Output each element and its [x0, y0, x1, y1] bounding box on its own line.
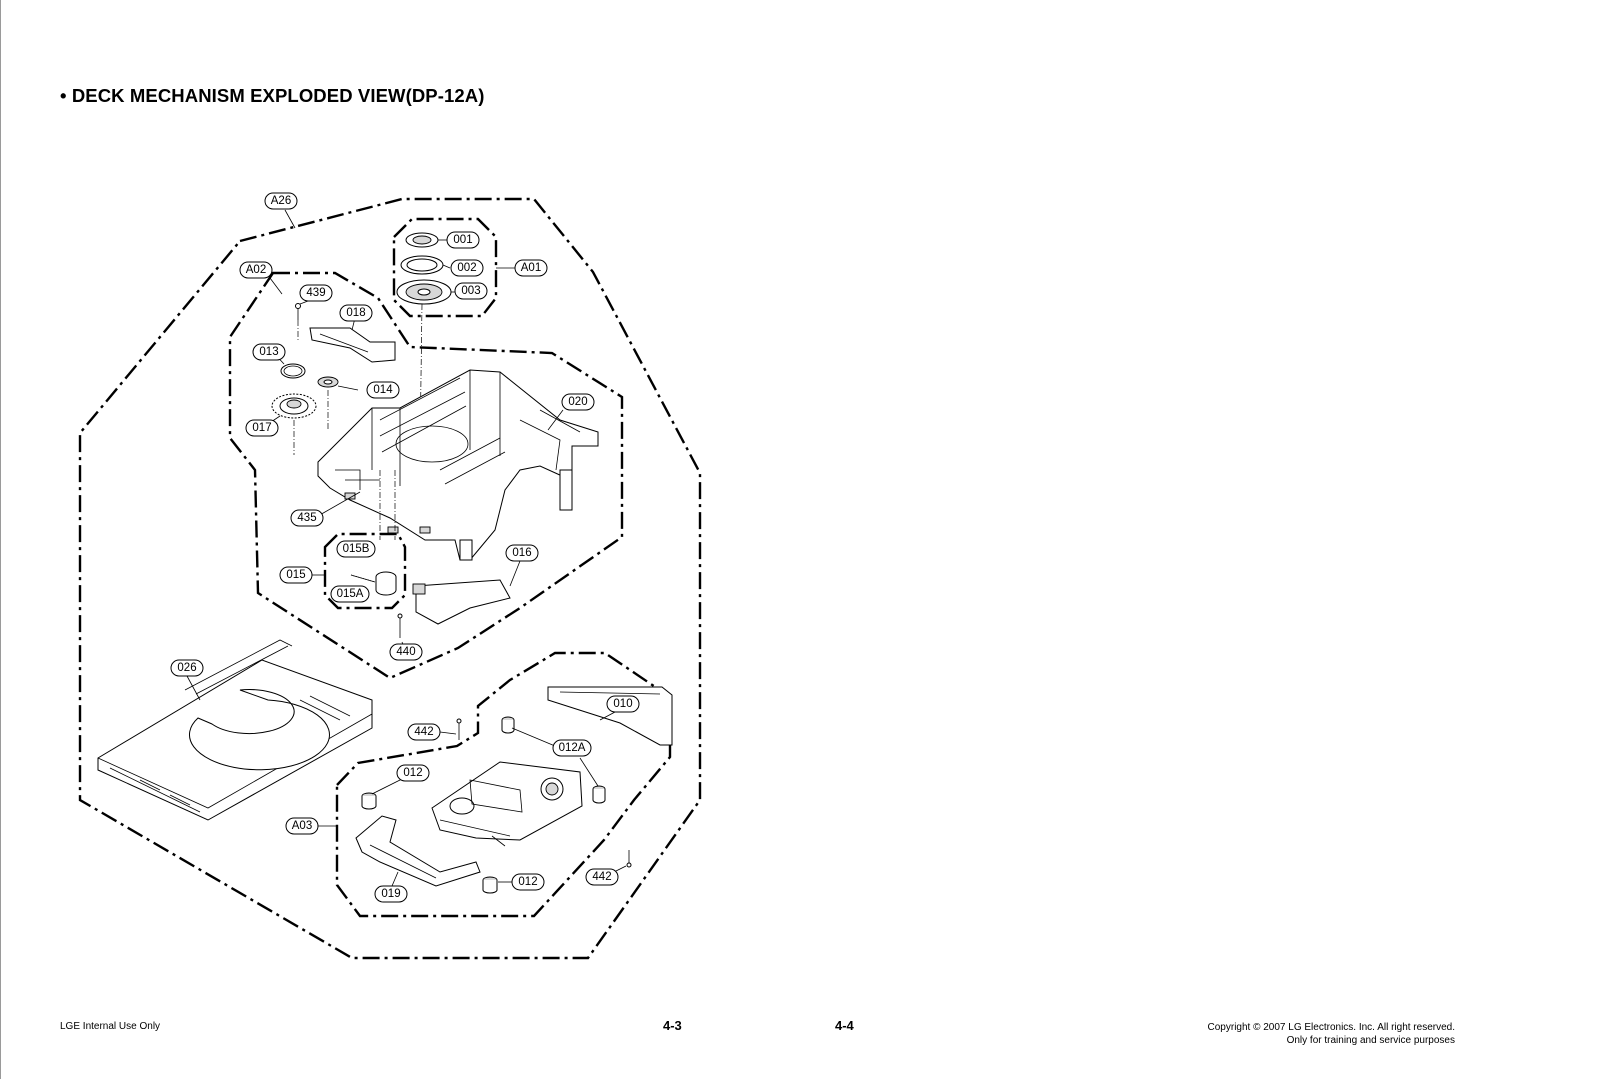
- copyright-line-1: Copyright © 2007 LG Electronics. Inc. Al…: [1207, 1022, 1455, 1033]
- group-a03-boundary: [335, 651, 672, 918]
- label-001-text: 001: [453, 234, 472, 246]
- label-012a-text: 012A: [559, 742, 586, 754]
- label-015b-text: 015B: [343, 543, 370, 555]
- label-012-lower-text: 012: [518, 876, 537, 888]
- label-019-text: 019: [381, 888, 400, 900]
- label-014: 014: [366, 381, 400, 399]
- label-017: 017: [245, 419, 279, 437]
- traverse-frame-020: [317, 369, 599, 561]
- label-015a-text: 015A: [337, 588, 364, 600]
- label-003: 003: [454, 282, 488, 300]
- label-435-text: 435: [297, 512, 316, 524]
- page-title: • DECK MECHANISM EXPLODED VIEW(DP-12A): [60, 85, 485, 106]
- label-a26-text: A26: [271, 195, 291, 207]
- label-026-text: 026: [177, 662, 196, 674]
- label-442-lower: 442: [585, 868, 619, 886]
- label-018-text: 018: [346, 307, 365, 319]
- label-020-text: 020: [568, 396, 587, 408]
- label-a26: A26: [264, 192, 298, 210]
- label-015b: 015B: [336, 540, 376, 558]
- label-018: 018: [339, 304, 373, 322]
- footer-copyright: Copyright © 2007 LG Electronics. Inc. Al…: [1208, 1021, 1455, 1047]
- label-442-upper-text: 442: [414, 726, 433, 738]
- label-014-text: 014: [373, 384, 393, 396]
- copyright-line-2: Only for training and service purposes: [1286, 1035, 1455, 1046]
- label-a01-text: A01: [521, 262, 541, 274]
- flat-cable-010: [547, 686, 673, 746]
- label-435: 435: [290, 509, 324, 527]
- label-026: 026: [170, 659, 204, 677]
- label-012-lower: 012: [511, 873, 545, 891]
- label-442-lower-text: 442: [592, 871, 611, 883]
- label-442-upper: 442: [407, 723, 441, 741]
- label-016-text: 016: [512, 547, 531, 559]
- label-015a: 015A: [330, 585, 370, 603]
- label-013-text: 013: [259, 346, 278, 358]
- clamper-parts: [396, 232, 452, 451]
- cable-016: [397, 579, 511, 638]
- disc-tray-026: [97, 639, 373, 821]
- label-020: 020: [561, 393, 595, 411]
- label-439-text: 439: [306, 287, 325, 299]
- label-016: 016: [505, 544, 539, 562]
- label-440-text: 440: [396, 646, 415, 658]
- label-015-text: 015: [286, 569, 305, 581]
- label-010-text: 010: [613, 698, 632, 710]
- label-440: 440: [389, 643, 423, 661]
- label-012-upper-text: 012: [403, 767, 422, 779]
- label-010: 010: [606, 695, 640, 713]
- group-a02-boundary: [228, 271, 624, 680]
- group-a26-boundary: [78, 197, 702, 960]
- label-017-text: 017: [252, 422, 271, 434]
- label-439: 439: [299, 284, 333, 302]
- label-002-text: 002: [457, 262, 476, 274]
- page-left-border: [0, 0, 1, 1079]
- label-019: 019: [374, 885, 408, 903]
- label-a01: A01: [514, 259, 548, 277]
- page-number-left: 4-3: [663, 1018, 682, 1033]
- label-001: 001: [446, 231, 480, 249]
- label-013: 013: [252, 343, 286, 361]
- pickup-assembly: [355, 716, 632, 894]
- label-012-upper: 012: [396, 764, 430, 782]
- label-003-text: 003: [461, 285, 480, 297]
- label-012a: 012A: [552, 739, 592, 757]
- label-a02: A02: [239, 261, 273, 279]
- page-number-right: 4-4: [835, 1018, 854, 1033]
- footer-internal-use: LGE Internal Use Only: [60, 1021, 161, 1032]
- label-a02-text: A02: [246, 264, 266, 276]
- label-015: 015: [279, 566, 313, 584]
- traverse-small-parts: [271, 303, 396, 455]
- motor-assembly-015: [350, 571, 397, 596]
- label-a03: A03: [285, 817, 319, 835]
- group-015-boundary: [323, 532, 407, 610]
- label-a03-text: A03: [292, 820, 312, 832]
- label-002: 002: [450, 259, 484, 277]
